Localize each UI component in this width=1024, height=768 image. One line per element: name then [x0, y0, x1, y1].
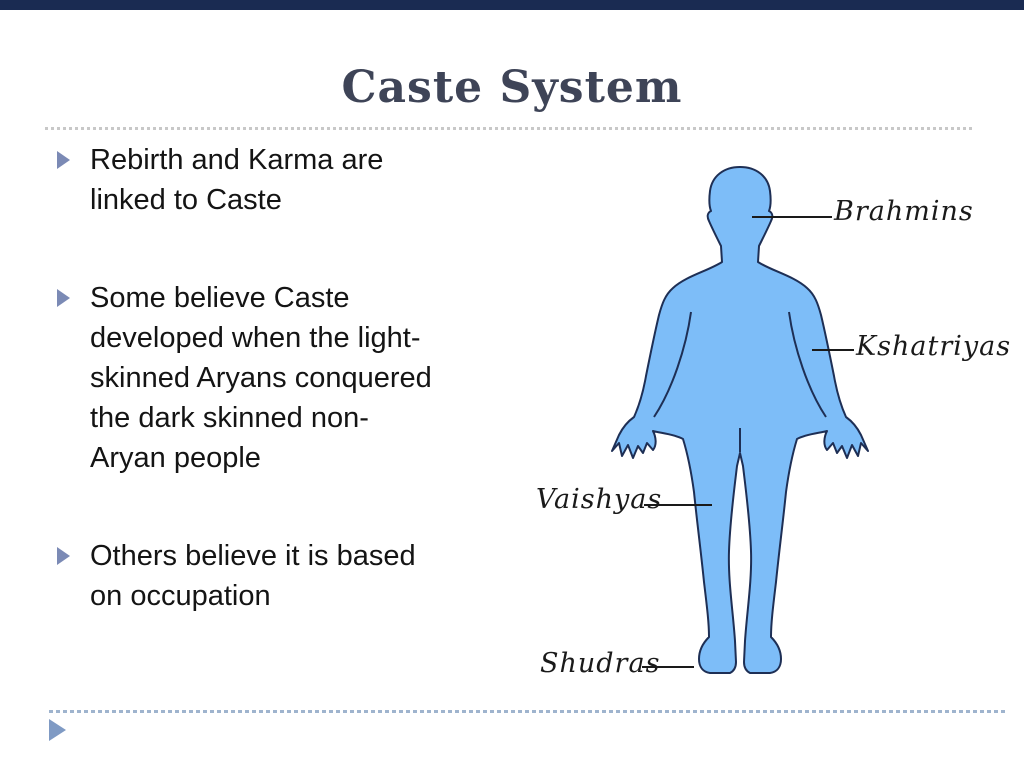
list-item: Some believe Caste developed when the li…	[45, 278, 515, 478]
inner-arm-line-left	[653, 311, 692, 418]
bullet-line: the dark skinned non-	[90, 402, 369, 434]
bullet-line: Aryan people	[90, 442, 261, 474]
bullet-text: Rebirth and Karma are linked to Caste	[90, 140, 383, 220]
label-line-vaishyas	[644, 504, 712, 506]
bullet-line: Others believe it is based	[90, 540, 416, 572]
bullet-line: Some believe Caste	[90, 282, 350, 314]
caste-label-kshatriyas: Kshatriyas	[856, 331, 1012, 362]
bullet-triangle-icon	[57, 289, 70, 307]
footer-divider-dotted-line	[49, 710, 1005, 713]
bullet-line: on occupation	[90, 580, 271, 612]
bullet-triangle-icon	[57, 547, 70, 565]
page-title: Caste System	[341, 62, 683, 113]
caste-label-vaishyas: Vaishyas	[536, 484, 663, 515]
bullet-line: developed when the light-	[90, 322, 421, 354]
human-body-silhouette	[611, 166, 869, 674]
bullet-line: Rebirth and Karma are	[90, 144, 384, 176]
label-line-shudras	[642, 666, 694, 668]
bullet-text: Others believe it is based on occupation	[90, 536, 416, 616]
bullet-line: linked to Caste	[90, 184, 282, 216]
next-slide-arrow-icon[interactable]	[49, 719, 66, 741]
caste-label-brahmins: Brahmins	[834, 196, 974, 227]
list-item: Rebirth and Karma are linked to Caste	[45, 140, 515, 220]
label-line-kshatriyas	[812, 349, 854, 351]
label-line-brahmins	[752, 216, 832, 218]
bullet-text: Some believe Caste developed when the li…	[90, 278, 432, 478]
bullet-triangle-icon	[57, 151, 70, 169]
bullet-list: Rebirth and Karma are linked to Caste So…	[45, 140, 515, 616]
bullet-line: skinned Aryans conquered	[90, 362, 432, 394]
list-item: Others believe it is based on occupation	[45, 536, 515, 616]
caste-label-shudras: Shudras	[540, 648, 661, 679]
title-divider-dotted-line	[45, 127, 975, 130]
body-outline-path	[611, 166, 869, 674]
inner-arm-line-right	[788, 311, 827, 418]
caste-body-diagram: Brahmins Kshatriyas Vaishyas Shudras	[500, 140, 1024, 700]
top-bar	[0, 0, 1024, 10]
